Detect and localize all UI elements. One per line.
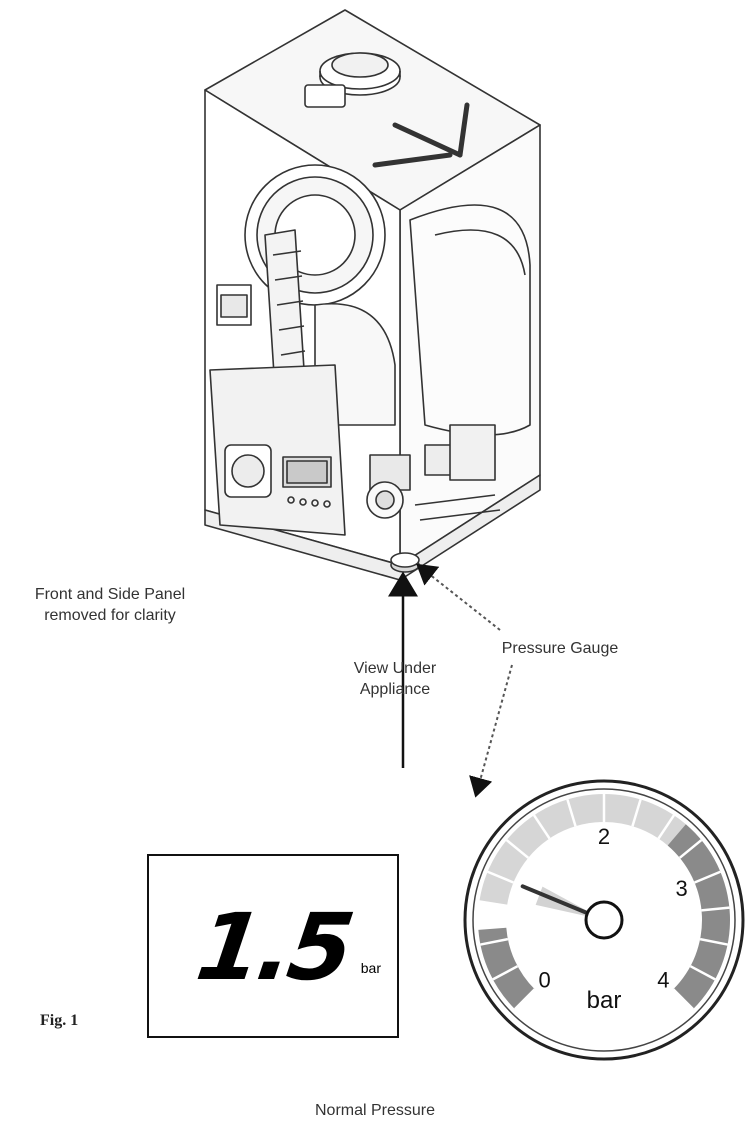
normal-pressure-caption: Normal Pressure — [314, 1102, 436, 1119]
gauge-segment-divider — [487, 870, 514, 884]
view-under-line1: View Under — [353, 660, 437, 677]
front-side-note-line2: removed for clarity — [44, 607, 176, 624]
gauge-segment-divider — [657, 814, 676, 840]
gauge-segment-divider — [492, 965, 519, 981]
pressure-gauge-dial: 01234bar — [463, 779, 745, 1061]
gauge-segment-divider — [631, 799, 642, 827]
view-under-line2: Appliance — [359, 681, 431, 698]
gauge-segment-divider — [699, 937, 728, 946]
gauge-segment-divider — [566, 799, 577, 827]
lcd-pressure-value: 1.5 — [190, 894, 357, 1001]
gauge-hub — [584, 900, 624, 940]
gauge-segment-divider — [678, 839, 703, 859]
gauge-tick-label: 3 — [675, 876, 687, 901]
front-side-panel-note: Front and Side Panel removed for clarity — [10, 584, 210, 626]
figure-label: Fig. 1 — [40, 1012, 79, 1029]
front-side-note-line1: Front and Side Panel — [34, 586, 186, 603]
gauge-unit-label: bar — [587, 987, 622, 1014]
gauge-tick-label: 2 — [598, 824, 610, 849]
gauge-segment-divider — [689, 965, 716, 981]
gauge-segment-divider — [505, 839, 530, 859]
pressure-gauge-pointer-upper — [416, 563, 501, 631]
gauge-segment-divider — [478, 906, 507, 912]
gauge-low-zone — [478, 927, 535, 1010]
gauge-segment-divider — [672, 988, 694, 1010]
lcd-pressure-unit: bar — [360, 960, 381, 976]
boiler-appliance-drawing — [204, 9, 541, 581]
gauge-tick-label: 4 — [657, 967, 669, 992]
pressure-gauge-pointer-lower — [469, 664, 513, 798]
gauge-high-zone — [667, 824, 730, 1010]
view-under-appliance-label: View Under Appliance — [335, 658, 455, 700]
lcd-pressure-display: 1.5 bar — [147, 854, 399, 1038]
gauge-segment-divider — [480, 937, 509, 946]
gauge-tick-label: 0 — [538, 967, 550, 992]
pressure-gauge-label: Pressure Gauge — [501, 640, 619, 657]
gauge-segment-divider — [532, 814, 551, 840]
gauge-segment-divider — [514, 988, 536, 1010]
gauge-segment-divider — [694, 870, 721, 884]
gauge-segment-divider — [701, 906, 730, 912]
